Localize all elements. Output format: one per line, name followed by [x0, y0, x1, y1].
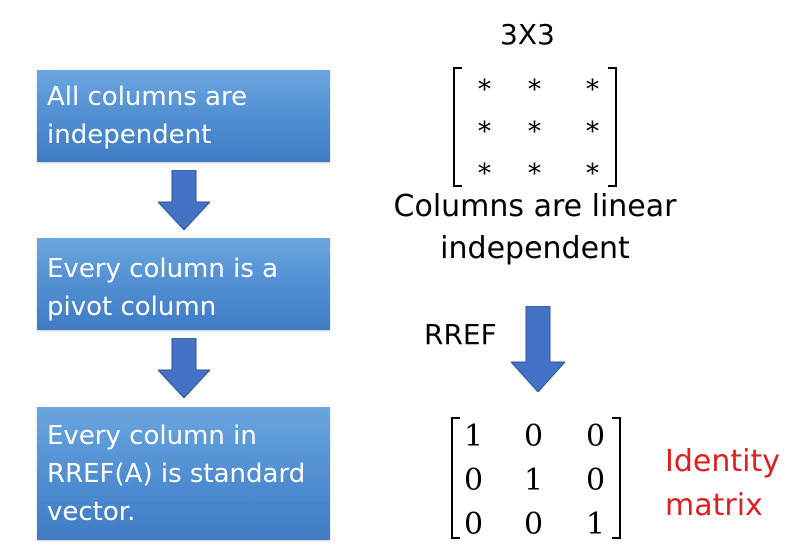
- identity-matrix: 1 0 0 0 1 0 0 0 1: [451, 417, 621, 542]
- left-bracket: [453, 67, 462, 187]
- right-bracket: [608, 67, 617, 187]
- star-cell: *: [586, 75, 599, 105]
- left-bracket: [451, 417, 460, 539]
- rref-label: RREF: [424, 318, 497, 351]
- matrix-cell: 0: [464, 463, 483, 498]
- star-cell: *: [478, 117, 491, 147]
- caption-line2: independent: [440, 231, 630, 266]
- step3-line2: RREF(A) is standard: [47, 459, 306, 489]
- step3-line3: vector.: [47, 497, 136, 527]
- matrix-cell: 0: [524, 507, 543, 542]
- down-arrow-icon: [511, 306, 565, 392]
- star-cell: *: [586, 159, 599, 189]
- matrix-cell: 0: [586, 419, 605, 454]
- matrix-cell: 1: [586, 507, 605, 542]
- step-box-rref-standard-vector: Every column in RREF(A) is standard vect…: [37, 407, 330, 540]
- step2-line2: pivot column: [47, 292, 217, 322]
- star-cell: *: [586, 117, 599, 147]
- star-cell: *: [478, 159, 491, 189]
- star-cell: *: [478, 75, 491, 105]
- step1-line2: independent: [47, 120, 212, 150]
- step3-line1: Every column in: [47, 421, 257, 451]
- step2-line1: Every column is a: [47, 254, 279, 284]
- matrix-cell: 1: [464, 419, 483, 454]
- matrix-cell: 0: [586, 463, 605, 498]
- star-matrix: * * * * * * * * *: [453, 67, 617, 189]
- star-cell: *: [528, 75, 541, 105]
- caption-line1: Columns are linear: [393, 189, 677, 224]
- step-box-all-columns-independent: All columns are independent: [37, 70, 330, 162]
- star-cell: *: [528, 159, 541, 189]
- identity-line1: Identity: [665, 444, 780, 479]
- columns-linear-independent-caption: Columns are linear independent: [380, 186, 690, 270]
- matrix-cell: 0: [524, 419, 543, 454]
- step-box-every-column-pivot: Every column is a pivot column: [37, 238, 330, 330]
- right-bracket: [612, 417, 621, 539]
- identity-matrix-label: Identity matrix: [665, 440, 780, 528]
- matrix-cell: 0: [464, 507, 483, 542]
- matrix-cell: 1: [524, 463, 543, 498]
- identity-line2: matrix: [665, 488, 763, 523]
- star-cell: *: [528, 117, 541, 147]
- step1-line1: All columns are: [47, 82, 248, 112]
- matrix-size-title: 3X3: [500, 18, 555, 51]
- down-arrow-icon: [158, 170, 210, 230]
- down-arrow-icon: [158, 338, 210, 398]
